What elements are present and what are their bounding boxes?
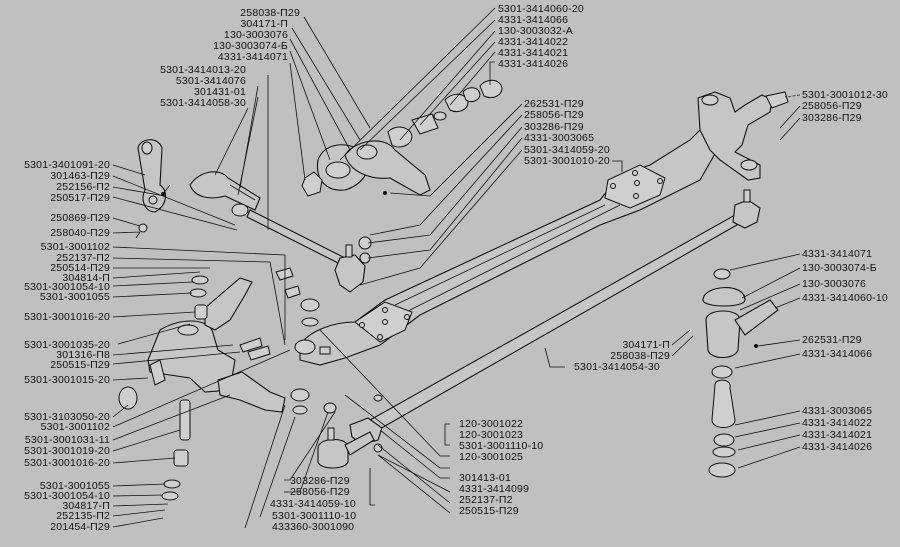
right-steering-knuckle xyxy=(697,91,789,181)
part-label[interactable]: 4331-3414066 xyxy=(802,348,873,360)
part-label[interactable]: 4331-3414022 xyxy=(802,417,873,429)
part-label[interactable]: 5301-3001019-20 xyxy=(24,445,110,457)
part-label[interactable]: 303286-П29 xyxy=(290,475,350,487)
part-label[interactable]: 304817-П xyxy=(62,500,110,512)
right-tie-rod-end xyxy=(702,268,779,478)
part-label[interactable]: 120-3001022 xyxy=(459,418,524,430)
axle-beam xyxy=(294,114,731,366)
part-label[interactable]: 252156-П2 xyxy=(56,181,110,193)
part-label[interactable]: 250515-П29 xyxy=(459,505,519,517)
part-label[interactable]: 5301-3001035-20 xyxy=(24,339,110,351)
part-label[interactable]: 250514-П29 xyxy=(50,262,110,274)
part-label[interactable]: 130-3003032-А xyxy=(498,25,573,37)
part-label[interactable]: 120-3001025 xyxy=(459,451,524,463)
part-label[interactable]: 258040-П29 xyxy=(50,227,110,239)
part-label[interactable]: 301463-П29 xyxy=(50,170,110,182)
ball-joint-assembly xyxy=(301,79,503,264)
part-label[interactable]: 301316-П8 xyxy=(56,349,110,361)
part-label[interactable]: 4331-3414026 xyxy=(802,441,873,453)
pitman-arm xyxy=(135,139,171,239)
part-label[interactable]: 258038-П29 xyxy=(610,350,670,362)
part-label[interactable]: 301413-01 xyxy=(459,472,512,484)
part-label[interactable]: 5301-3001031-11 xyxy=(24,434,110,446)
part-label[interactable]: 250517-П29 xyxy=(50,192,110,204)
part-label[interactable]: 4331-3414071 xyxy=(802,248,873,260)
left-steering-knuckle xyxy=(118,267,301,501)
part-label[interactable]: 5301-3401091-20 xyxy=(24,159,110,171)
part-label[interactable]: 5301-3414058-30 xyxy=(160,97,246,109)
leader-lines xyxy=(112,7,801,529)
part-label[interactable]: 5301-3001055 xyxy=(39,480,110,492)
part-label[interactable]: 250515-П29 xyxy=(50,359,110,371)
part-label[interactable]: 5301-3001054-10 xyxy=(24,490,110,502)
part-label[interactable]: 258056-П29 xyxy=(290,486,350,498)
part-label[interactable]: 262531-П29 xyxy=(802,334,862,346)
part-label[interactable]: 5301-3001010-20 xyxy=(524,155,610,167)
part-label[interactable]: 130-3003076 xyxy=(223,29,288,41)
left-tie-rod-end xyxy=(290,298,383,469)
part-label[interactable]: 130-3003074-Б xyxy=(213,40,288,52)
part-label[interactable]: 5301-3414013-20 xyxy=(160,64,246,76)
part-label[interactable]: 258056-П29 xyxy=(524,109,584,121)
part-label[interactable]: 5301-3414060-20 xyxy=(498,3,584,15)
part-label[interactable]: 4331-3414059-10 xyxy=(270,498,356,510)
part-label[interactable]: 120-3001023 xyxy=(459,429,524,441)
part-label[interactable]: 4331-3414099 xyxy=(459,483,530,495)
part-label[interactable]: 5301-3414076 xyxy=(175,75,246,87)
part-label[interactable]: 5301-3001102 xyxy=(40,421,110,433)
part-label[interactable]: 304171-П xyxy=(240,18,288,30)
part-label[interactable]: 252137-П2 xyxy=(459,494,513,506)
part-label[interactable]: 130-3003074-Б xyxy=(802,262,877,274)
tie-rod xyxy=(349,189,761,445)
part-label[interactable]: 4331-3414021 xyxy=(802,429,873,441)
part-label[interactable]: 5301-3001055 xyxy=(39,291,110,303)
part-label[interactable]: 5301-3001054-10 xyxy=(24,281,110,293)
part-label[interactable]: 5301-3001102 xyxy=(40,241,110,253)
part-label[interactable]: 5301-3414059-20 xyxy=(524,144,610,156)
part-label[interactable]: 201454-П29 xyxy=(50,521,110,533)
part-label[interactable]: 5301-3414054-30 xyxy=(574,361,660,373)
part-label[interactable]: 5301-3001015-20 xyxy=(24,374,110,386)
part-label[interactable]: 4331-3414026 xyxy=(498,58,569,70)
part-label[interactable]: 4331-3003065 xyxy=(802,405,873,417)
part-label[interactable]: 5301-3001016-20 xyxy=(24,457,110,469)
part-label[interactable]: 250869-П29 xyxy=(50,212,110,224)
part-label[interactable]: 5301-3001110-10 xyxy=(459,440,544,452)
part-label[interactable]: 4331-3414066 xyxy=(498,14,569,26)
part-label[interactable]: 303286-П29 xyxy=(802,112,862,124)
part-label[interactable]: 303286-П29 xyxy=(524,121,584,133)
part-label[interactable]: 4331-3414071 xyxy=(217,51,288,63)
part-label[interactable]: 433360-3001090 xyxy=(272,521,355,533)
part-label[interactable]: 258038-П29 xyxy=(240,7,300,19)
part-label[interactable]: 4331-3003065 xyxy=(524,132,595,144)
part-label[interactable]: 130-3003076 xyxy=(802,278,867,290)
part-label[interactable]: 4331-3414060-10 xyxy=(802,292,888,304)
part-label[interactable]: 5301-3001012-30 xyxy=(802,89,888,101)
part-label[interactable]: 258056-П29 xyxy=(802,100,862,112)
part-label[interactable]: 301431-01 xyxy=(193,86,246,98)
part-label[interactable]: 252137-П2 xyxy=(56,252,110,264)
drag-link xyxy=(189,171,366,293)
part-label[interactable]: 5301-3001016-20 xyxy=(24,311,110,323)
part-label[interactable]: 262531-П29 xyxy=(524,98,584,110)
part-label[interactable]: 304814-П xyxy=(62,272,110,284)
part-label[interactable]: 304171-П xyxy=(622,339,670,351)
part-label[interactable]: 5301-3001110-10 xyxy=(272,510,357,522)
part-label[interactable]: 4331-3414022 xyxy=(498,36,569,48)
part-label[interactable]: 5301-3103050-20 xyxy=(24,411,110,423)
part-label[interactable]: 4331-3414021 xyxy=(498,47,569,59)
part-label[interactable]: 252135-П2 xyxy=(56,510,110,522)
